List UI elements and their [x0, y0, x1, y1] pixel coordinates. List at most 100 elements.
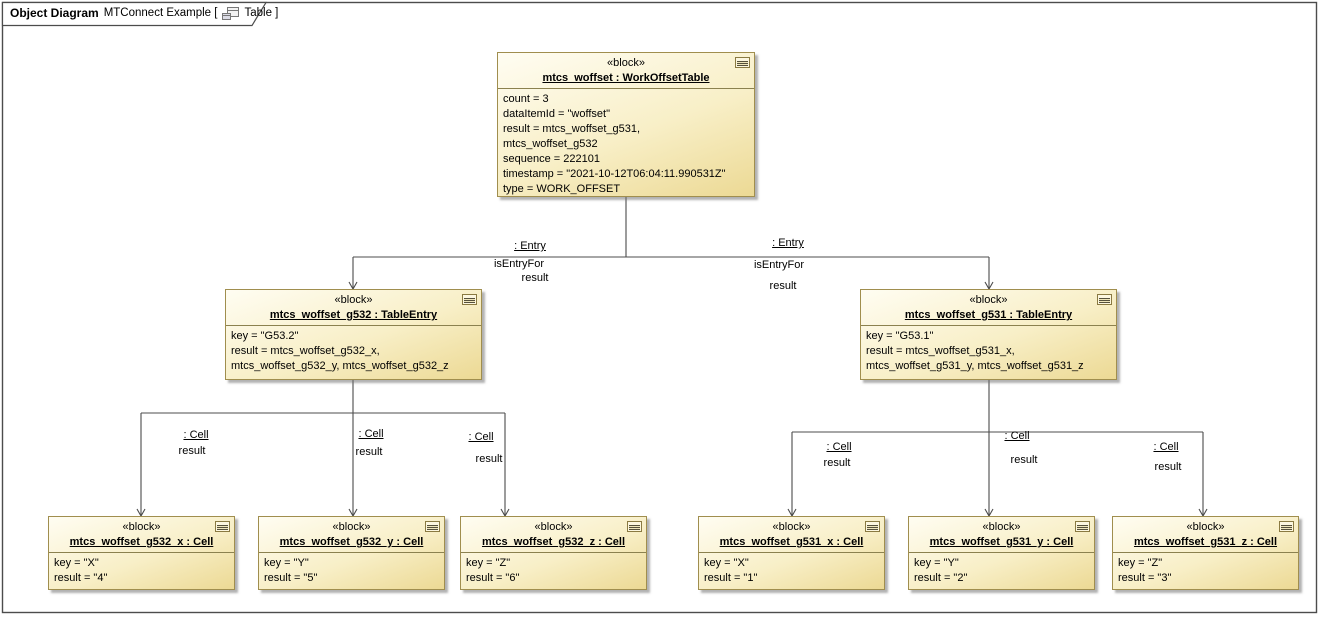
block-name-label: mtcs_woffset_g532_z : Cell [481, 536, 626, 548]
block-header: «block» mtcs_woffset_g532 : TableEntry [226, 290, 481, 325]
block-mtcs-woffset-g532[interactable]: «block» mtcs_woffset_g532 : TableEntry k… [225, 289, 482, 380]
link-end-label[interactable]: result [769, 280, 797, 292]
stereotype-label: «block» [334, 294, 373, 306]
attributes-compartment: key = "Z" result = "6" [461, 552, 646, 588]
link-property-label[interactable]: isEntryFor [493, 258, 545, 270]
block-name-label: mtcs_woffset : WorkOffsetTable [542, 72, 710, 84]
table-diagram-icon [222, 6, 240, 20]
diagram-kind-label: Table ] [244, 7, 279, 19]
attribute-line: mtcs_woffset_g532_y, mtcs_woffset_g532_z [231, 360, 449, 372]
attribute-line: mtcs_woffset_g532 [503, 138, 598, 150]
attribute-line: count = 3 [503, 93, 549, 105]
link-end-label[interactable]: result [475, 453, 503, 465]
stereotype-label: «block» [122, 521, 161, 533]
attributes-compartment: key = "G53.2" result = mtcs_woffset_g532… [226, 325, 481, 376]
compartments-icon[interactable] [865, 521, 880, 532]
block-name-label: mtcs_woffset_g531_z : Cell [1133, 536, 1278, 548]
compartments-icon[interactable] [462, 294, 477, 305]
attribute-line: result = "3" [1118, 572, 1172, 584]
diagram-type-label: Object Diagram [10, 6, 99, 20]
attribute-line: result = mtcs_woffset_g532_x, [231, 345, 380, 357]
diagram-tab-header[interactable]: Object Diagram MTConnect Example [ Table… [10, 6, 278, 20]
link-end-label[interactable]: result [1154, 461, 1182, 473]
block-mtcs-woffset-g531-x[interactable]: «block» mtcs_woffset_g531_x : Cell key =… [698, 516, 885, 590]
compartments-icon[interactable] [735, 57, 750, 68]
attribute-line: key = "Y" [264, 557, 309, 569]
attribute-line: key = "Z" [466, 557, 511, 569]
block-header: «block» mtcs_woffset_g532_x : Cell [49, 517, 234, 552]
attributes-compartment: key = "X" result = "1" [699, 552, 884, 588]
link-role-label[interactable]: : Entry [772, 237, 804, 249]
attribute-line: dataItemId = "woffset" [503, 108, 610, 120]
attributes-compartment: key = "Y" result = "5" [259, 552, 444, 588]
link-role-label[interactable]: : Cell [1004, 430, 1030, 442]
link-end-label[interactable]: result [1010, 454, 1038, 466]
stereotype-label: «block» [534, 521, 573, 533]
frame-tab[interactable] [1, 1, 268, 27]
attributes-compartment: count = 3 dataItemId = "woffset" result … [498, 88, 754, 196]
block-name-label: mtcs_woffset_g531_x : Cell [719, 536, 864, 548]
attributes-compartment: key = "Y" result = "2" [909, 552, 1094, 588]
stereotype-label: «block» [969, 294, 1008, 306]
compartments-icon[interactable] [627, 521, 642, 532]
attribute-line: key = "Y" [914, 557, 959, 569]
block-header: «block» mtcs_woffset : WorkOffsetTable [498, 53, 754, 88]
stereotype-label: «block» [332, 521, 371, 533]
block-header: «block» mtcs_woffset_g531_y : Cell [909, 517, 1094, 552]
attribute-line: type = WORK_OFFSET [503, 183, 621, 195]
block-mtcs-woffset[interactable]: «block» mtcs_woffset : WorkOffsetTable c… [497, 52, 755, 197]
block-name-label: mtcs_woffset_g532_y : Cell [279, 536, 424, 548]
link-end-label[interactable]: result [355, 446, 383, 458]
link-role-label[interactable]: : Entry [514, 240, 546, 252]
attribute-line: timestamp = "2021-10-12T06:04:11.990531Z… [503, 168, 726, 180]
link-end-label[interactable]: result [178, 445, 206, 457]
block-mtcs-woffset-g531[interactable]: «block» mtcs_woffset_g531 : TableEntry k… [860, 289, 1117, 380]
block-name-label: mtcs_woffset_g531_y : Cell [929, 536, 1074, 548]
attribute-line: key = "Z" [1118, 557, 1163, 569]
attribute-line: result = mtcs_woffset_g531_x, [866, 345, 1015, 357]
link-role-label[interactable]: : Cell [1153, 441, 1179, 453]
stereotype-label: «block» [982, 521, 1021, 533]
stereotype-label: «block» [772, 521, 811, 533]
compartments-icon[interactable] [425, 521, 440, 532]
block-mtcs-woffset-g531-y[interactable]: «block» mtcs_woffset_g531_y : Cell key =… [908, 516, 1095, 590]
attribute-line: result = "2" [914, 572, 968, 584]
attribute-line: key = "X" [704, 557, 749, 569]
block-mtcs-woffset-g532-z[interactable]: «block» mtcs_woffset_g532_z : Cell key =… [460, 516, 647, 590]
link-role-label[interactable]: : Cell [183, 429, 209, 441]
link-end-label[interactable]: result [521, 272, 549, 284]
link-property-label[interactable]: isEntryFor [753, 259, 805, 271]
compartments-icon[interactable] [1097, 294, 1112, 305]
block-header: «block» mtcs_woffset_g531_z : Cell [1113, 517, 1298, 552]
block-mtcs-woffset-g532-y[interactable]: «block» mtcs_woffset_g532_y : Cell key =… [258, 516, 445, 590]
link-role-label[interactable]: : Cell [358, 428, 384, 440]
attribute-line: result = "5" [264, 572, 318, 584]
attribute-line: sequence = 222101 [503, 153, 600, 165]
compartments-icon[interactable] [1279, 521, 1294, 532]
link-end-label[interactable]: result [823, 457, 851, 469]
attributes-compartment: key = "Z" result = "3" [1113, 552, 1298, 588]
block-mtcs-woffset-g532-x[interactable]: «block» mtcs_woffset_g532_x : Cell key =… [48, 516, 235, 590]
diagram-name-label: MTConnect Example [ [103, 7, 218, 19]
attribute-line: key = "G53.2" [231, 330, 299, 342]
block-header: «block» mtcs_woffset_g532_z : Cell [461, 517, 646, 552]
compartments-icon[interactable] [1075, 521, 1090, 532]
stereotype-label: «block» [1186, 521, 1225, 533]
block-name-label: mtcs_woffset_g532_x : Cell [69, 536, 214, 548]
block-name-label: mtcs_woffset_g531 : TableEntry [904, 309, 1073, 321]
block-header: «block» mtcs_woffset_g531_x : Cell [699, 517, 884, 552]
stereotype-label: «block» [607, 57, 645, 69]
attributes-compartment: key = "X" result = "4" [49, 552, 234, 588]
attribute-line: result = mtcs_woffset_g531, [503, 123, 641, 135]
attribute-line: result = "6" [466, 572, 520, 584]
attribute-line: mtcs_woffset_g531_y, mtcs_woffset_g531_z [866, 360, 1084, 372]
attribute-line: key = "G53.1" [866, 330, 934, 342]
link-role-label[interactable]: : Cell [468, 431, 494, 443]
block-mtcs-woffset-g531-z[interactable]: «block» mtcs_woffset_g531_z : Cell key =… [1112, 516, 1299, 590]
compartments-icon[interactable] [215, 521, 230, 532]
link-role-label[interactable]: : Cell [826, 441, 852, 453]
